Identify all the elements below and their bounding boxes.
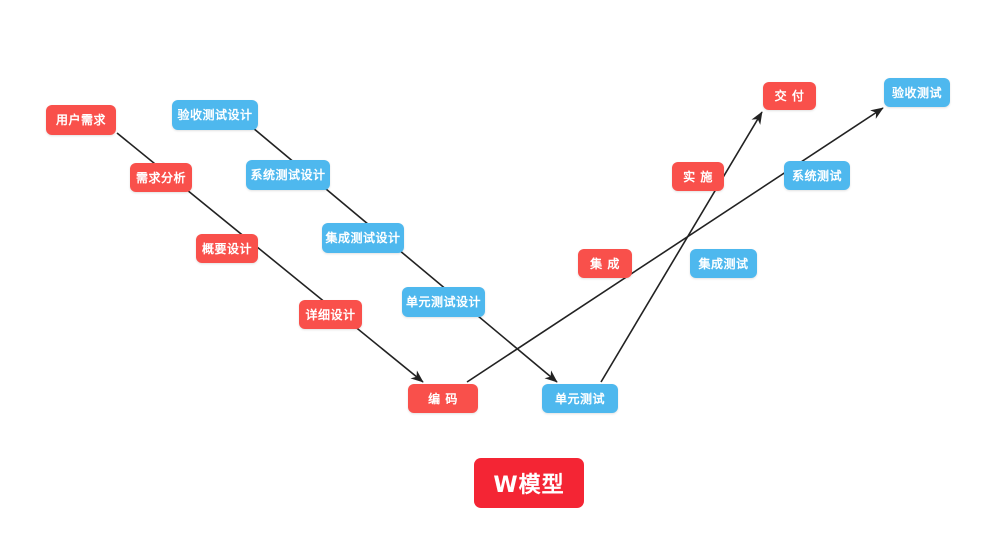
node-outline-design[interactable]: 概要设计 <box>196 234 258 263</box>
node-unit-test-design[interactable]: 单元测试设计 <box>402 287 485 317</box>
node-coding[interactable]: 编 码 <box>408 384 478 413</box>
node-detailed-design[interactable]: 详细设计 <box>299 300 362 329</box>
node-system-test[interactable]: 系统测试 <box>784 161 850 190</box>
diagram-title-badge: W模型 <box>474 458 584 508</box>
node-integration-test[interactable]: 集成测试 <box>690 249 757 278</box>
node-unit-test[interactable]: 单元测试 <box>542 384 618 413</box>
node-implementation[interactable]: 实 施 <box>672 162 724 191</box>
node-system-test-design[interactable]: 系统测试设计 <box>246 160 330 190</box>
node-integration[interactable]: 集 成 <box>578 249 632 278</box>
node-acceptance-test[interactable]: 验收测试 <box>884 78 950 107</box>
edge-testing-ascending <box>466 107 884 383</box>
edge-development-ascending <box>600 111 763 383</box>
node-requirements-analysis[interactable]: 需求分析 <box>130 163 192 192</box>
node-delivery[interactable]: 交 付 <box>763 82 816 110</box>
node-acceptance-test-design[interactable]: 验收测试设计 <box>172 100 258 130</box>
node-integration-test-design[interactable]: 集成测试设计 <box>322 223 404 253</box>
node-user-requirements[interactable]: 用户需求 <box>46 105 116 135</box>
